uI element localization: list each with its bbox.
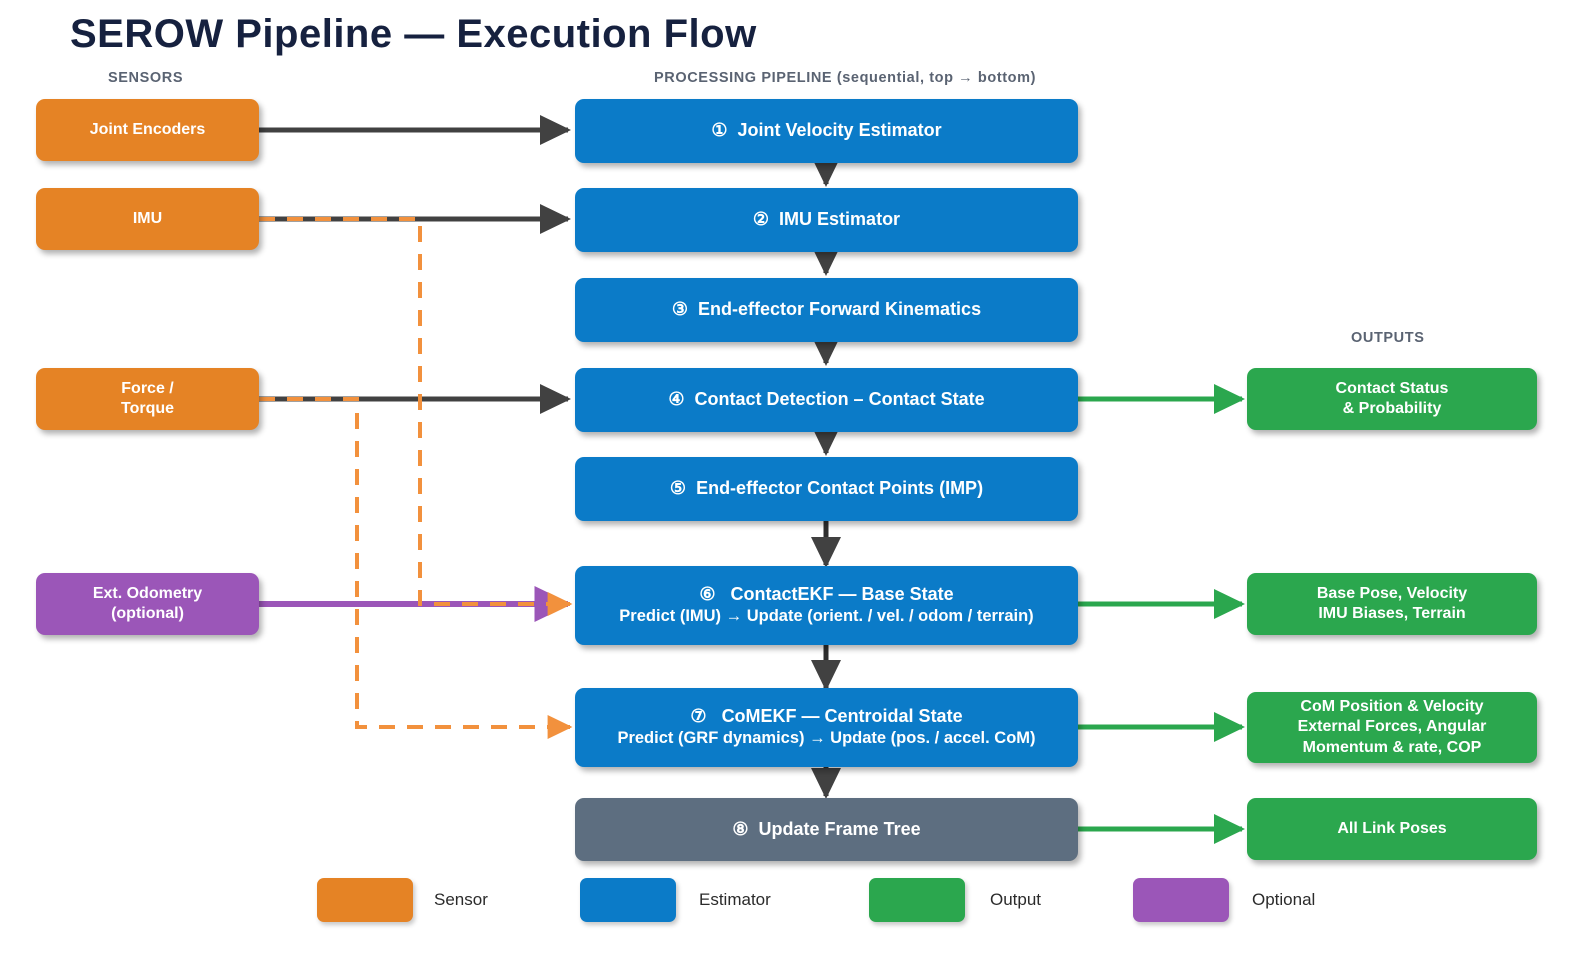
legend-swatch-output [869,878,965,922]
legend-label-sensor: Sensor [434,890,488,909]
step-number-6: ⑥ [699,584,716,605]
step-label: CoMEKF — Centroidal State [721,706,963,727]
output-node-base-pose[interactable]: Base Pose, Velocity IMU Biases, Terrain [1247,573,1537,635]
pipeline-step-4-contact-detection[interactable]: ④ Contact Detection – Contact State [575,368,1078,432]
step-label: ContactEKF — Base State [730,584,954,605]
legend: Sensor Estimator Output Optional [0,878,1586,934]
legend-label-output: Output [990,890,1042,909]
step-6-detail: Predict (IMU) → Update (orient. / vel. /… [619,607,1034,626]
step-number-3: ③ [671,299,689,320]
wire-force-torque-dashed-to-7 [259,397,560,729]
column-header-pipeline: PROCESSING PIPELINE (sequential, top → b… [654,70,1037,86]
step-6-title-row: ⑥ ContactEKF — Base State [699,583,953,606]
optional-label-line2: (optional) [111,605,184,622]
legend-swatch-sensor [317,878,413,922]
output-label-line2: IMU Biases, Terrain [1318,605,1466,622]
step-7-detail: Predict (GRF dynamics) → Update (pos. / … [617,729,1036,748]
legend-swatch-estimator [580,878,676,922]
step-number-1: ① [711,120,728,141]
legend-swatch-optional [1133,878,1229,922]
step-number-4: ④ [668,389,685,410]
sensor-label: IMU [132,209,163,227]
step-number-2: ② [752,209,770,230]
column-header-outputs: OUTPUTS [1351,330,1425,346]
step-label: End-effector Forward Kinematics [698,299,982,320]
step-7-title-row: ⑦ CoMEKF — Centroidal State [690,705,962,728]
pipeline-step-1-joint-velocity-estimator[interactable]: ① Joint Velocity Estimator [575,99,1078,163]
sensor-label: Joint Encoders [89,120,206,138]
step-label: Joint Velocity Estimator [737,120,942,141]
step-number-7: ⑦ [690,706,707,727]
optional-label-line1: Ext. Odometry [92,584,203,602]
pipeline-step-6-contactekf[interactable]: ⑥ ContactEKF — Base State Predict (IMU) … [575,566,1078,645]
sensor-node-joint-encoders[interactable]: Joint Encoders [36,99,259,161]
sensor-node-force-torque[interactable]: Force / Torque [36,368,259,430]
output-node-com-state[interactable]: CoM Position & Velocity External Forces,… [1247,692,1537,763]
output-node-contact-status[interactable]: Contact Status & Probability [1247,368,1537,430]
pipeline-step-5-contact-points[interactable]: ⑤ End-effector Contact Points (IMP) [575,457,1078,521]
step-number-5: ⑤ [669,478,687,499]
step-label: End-effector Contact Points (IMP) [696,478,984,499]
output-label-line1: Contact Status [1335,379,1449,397]
wire-imu-dashed-to-6 [259,217,560,606]
sensor-node-imu[interactable]: IMU [36,188,259,250]
output-label-line1: Base Pose, Velocity [1316,584,1468,602]
output-label-line2: External Forces, Angular [1297,718,1487,736]
legend-label-estimator: Estimator [699,890,771,909]
sensor-label-line1: Force / [121,379,174,397]
pipeline-step-3-forward-kinematics[interactable]: ③ End-effector Forward Kinematics [575,278,1078,342]
column-header-sensors: SENSORS [108,70,184,86]
step-label: Contact Detection – Contact State [694,389,985,410]
output-label-line2: & Probability [1342,400,1442,417]
pipeline-step-2-imu-estimator[interactable]: ② IMU Estimator [575,188,1078,252]
pipeline-step-8-update-frame-tree[interactable]: ⑧ Update Frame Tree [575,798,1078,861]
page-title: SEROW Pipeline — Execution Flow [70,12,757,56]
output-label-line1: CoM Position & Velocity [1300,697,1484,715]
step-number-8: ⑧ [732,818,749,839]
step-label: IMU Estimator [779,209,901,230]
output-node-all-link-poses[interactable]: All Link Poses [1247,798,1537,860]
legend-label-optional: Optional [1252,890,1316,909]
sensor-label-line2: Torque [120,400,175,417]
pipeline-step-7-comekf[interactable]: ⑦ CoMEKF — Centroidal State Predict (GRF… [575,688,1078,767]
sensor-node-ext-odometry[interactable]: Ext. Odometry (optional) [36,573,259,635]
output-label-line3: Momentum & rate, COP [1302,738,1482,756]
step-label: Update Frame Tree [758,818,921,839]
output-label-line1: All Link Poses [1337,819,1447,837]
